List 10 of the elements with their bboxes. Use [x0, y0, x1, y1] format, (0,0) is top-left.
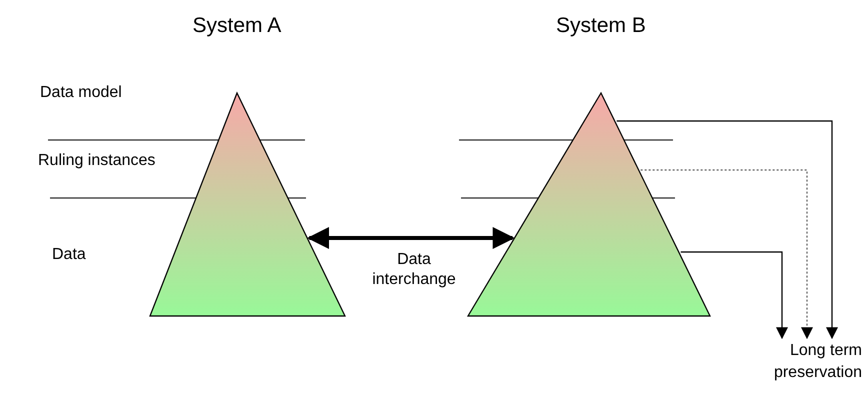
target-label: Long term preservation	[756, 340, 862, 390]
arrow	[680, 251, 788, 340]
arrow	[307, 227, 515, 249]
pyramid-heading: System B	[556, 14, 646, 38]
layer-label: Data model	[40, 84, 122, 102]
arrow	[640, 169, 813, 340]
layer-label: Data	[52, 246, 86, 264]
arrow	[616, 120, 838, 340]
layer-label: Ruling instances	[38, 152, 156, 170]
pyramid-heading: System A	[192, 14, 282, 38]
